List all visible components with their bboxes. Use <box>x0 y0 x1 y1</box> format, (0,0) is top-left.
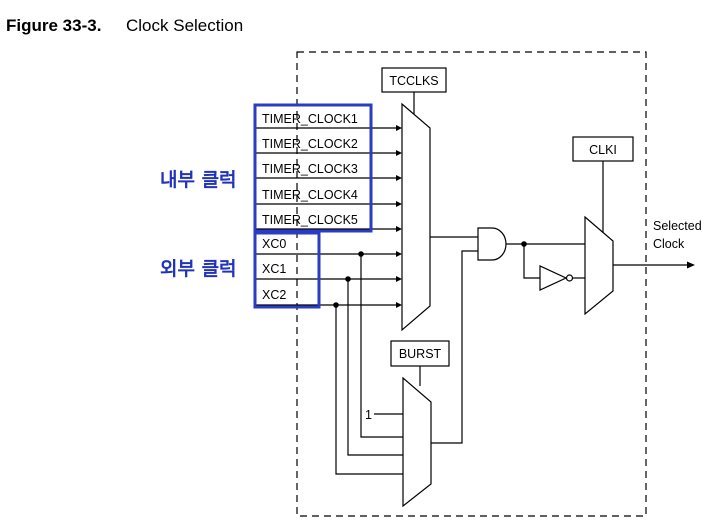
burst-box <box>390 340 450 367</box>
burst-constant-label: 1 <box>365 408 372 422</box>
timer-clock1-label: TIMER_CLOCK1 <box>262 112 358 126</box>
timer-clock3-label: TIMER_CLOCK3 <box>262 162 358 176</box>
output-label-line2: Clock <box>653 237 685 251</box>
timer-clock2-label: TIMER_CLOCK2 <box>262 137 358 151</box>
external-clock-annotation: 외부 클럭 <box>160 258 237 280</box>
timer-clock4-label: TIMER_CLOCK4 <box>262 188 358 202</box>
external-clock-lines <box>256 251 402 308</box>
burst-label: BURST <box>399 347 442 361</box>
external-clocks-highlight <box>253 231 321 309</box>
clki-mux <box>584 215 614 316</box>
figure-title: Clock Selection <box>126 16 243 35</box>
burst-mux <box>402 376 432 508</box>
internal-clock-annotation: 내부 클럭 <box>160 169 237 191</box>
tcclks-mux <box>401 102 431 332</box>
clki-label: CLKI <box>589 143 617 157</box>
internal-clock-lines <box>256 125 402 232</box>
and-gate <box>477 227 507 261</box>
xc2-label: XC2 <box>262 288 286 302</box>
xc1-label: XC1 <box>262 262 286 276</box>
timer-boundary <box>296 51 647 517</box>
output-arrow <box>687 261 695 269</box>
timer-clock5-label: TIMER_CLOCK5 <box>262 213 358 227</box>
internal-clocks-highlight <box>253 103 373 233</box>
inverter-bubble <box>565 274 574 282</box>
inverter-gate <box>539 265 568 291</box>
tcclks-label: TCCLKS <box>389 74 438 88</box>
output-label-line1: Selected <box>653 219 702 233</box>
figure-number: Figure 33-3. <box>6 16 101 35</box>
xc0-label: XC0 <box>262 237 286 251</box>
inverter-input-wire <box>523 244 540 279</box>
burst-taps <box>333 251 403 475</box>
burst-out-wire <box>431 250 478 444</box>
